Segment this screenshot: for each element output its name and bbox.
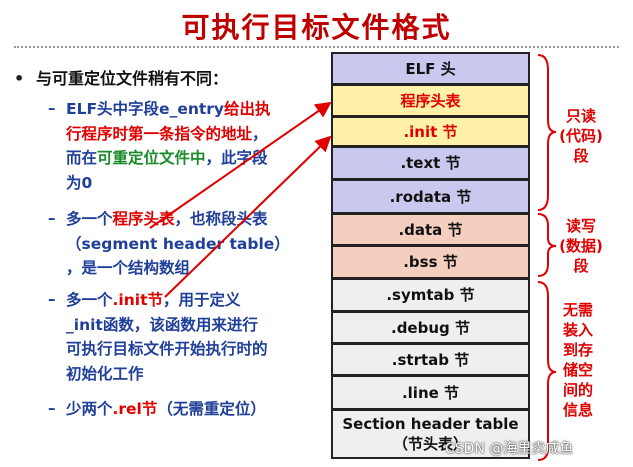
brace-readonly	[537, 54, 557, 211]
item-line: 可执行目标文件开始执行时的	[66, 339, 268, 359]
item-line: ，是一个结构数组	[66, 258, 190, 278]
item-text-segment: 而在	[66, 149, 98, 167]
brace-noload	[537, 281, 557, 461]
section-cell: .init 节	[331, 116, 530, 147]
bullet-dot: •	[14, 69, 25, 88]
item-line: 初始化工作	[66, 364, 144, 384]
item-text-segment: ，	[252, 124, 268, 143]
item-text-segment: 为0	[66, 173, 93, 192]
item-line: 多一个程序头表，也称段头表	[66, 209, 268, 229]
section-cell: .debug 节	[331, 311, 530, 344]
section-cell: ELF 头	[331, 52, 530, 85]
item-line: 行程序时第一条指令的地址，	[66, 124, 268, 144]
item-line: ELF头中字段e_entry给出执	[66, 99, 271, 119]
section-cell: .strtab 节	[331, 343, 530, 376]
brace-label-readonly: 只读(代码)段	[559, 107, 603, 165]
brace-label-noload: 无需装入到存 储空间的信息	[562, 301, 593, 419]
item-dash: –	[48, 209, 56, 227]
section-cell: 程序头表	[331, 84, 530, 117]
section-cell: .line 节	[331, 375, 530, 410]
item-line: 而在可重定位文件中，此字段	[66, 148, 268, 168]
item-text-segment: .rel节	[112, 400, 158, 418]
item-dash: –	[48, 99, 56, 117]
item-text-segment: _init函数，该函数用来进行	[66, 315, 258, 334]
item-line: 为0	[66, 173, 92, 193]
section-cell: .bss 节	[331, 245, 530, 279]
item-text-segment: 行程序时第一条指令的地址	[66, 124, 253, 143]
item-text-segment: 程序头表	[112, 210, 175, 228]
item-text-segment: ELF头中字段e_entry	[66, 100, 225, 118]
page-title: 可执行目标文件格式	[181, 11, 452, 44]
item-text-segment: 多一个	[66, 291, 113, 309]
item-line: _init函数，该函数用来进行	[66, 315, 258, 335]
title-divider	[14, 46, 619, 48]
item-text-segment: .init节	[112, 291, 163, 309]
section-cell: .symtab 节	[331, 278, 530, 312]
brace-label-readwrite: 读写(数据)段	[559, 217, 603, 275]
section-cell: .rodata 节	[331, 179, 530, 214]
item-text-segment: （segment header table）	[66, 234, 290, 253]
item-text-segment: （无需重定位）	[157, 400, 266, 418]
main-bullet-text: 与可重定位文件稍有不同：	[36, 69, 229, 88]
item-text-segment: 可重定位文件中	[97, 149, 206, 167]
item-text-segment: 初始化工作	[66, 364, 144, 383]
item-dash: –	[48, 399, 56, 417]
item-text-segment: ，此字段	[205, 149, 268, 167]
item-text-segment: 少两个	[66, 400, 113, 418]
item-text-segment: ，用于定义	[162, 291, 241, 309]
item-text-segment: 给出执	[224, 100, 271, 118]
item-text-segment: ，是一个结构数组	[66, 259, 191, 277]
section-cell: Section header table （节头表）	[331, 409, 530, 459]
item-line: （segment header table）	[66, 234, 290, 254]
item-line: 少两个.rel节（无需重定位）	[66, 399, 266, 419]
item-text-segment: 可执行目标文件开始执行时的	[66, 340, 268, 358]
brace-readwrite	[537, 213, 557, 277]
section-cell: .text 节	[331, 146, 530, 180]
item-line: 多一个.init节，用于定义	[66, 290, 241, 310]
item-dash: –	[48, 290, 56, 308]
section-cell: .data 节	[331, 213, 530, 246]
item-text-segment: 多一个	[66, 210, 113, 228]
item-text-segment: ，也称段头表	[174, 210, 268, 228]
watermark: CSDN @海里卖咸鱼	[445, 441, 574, 457]
